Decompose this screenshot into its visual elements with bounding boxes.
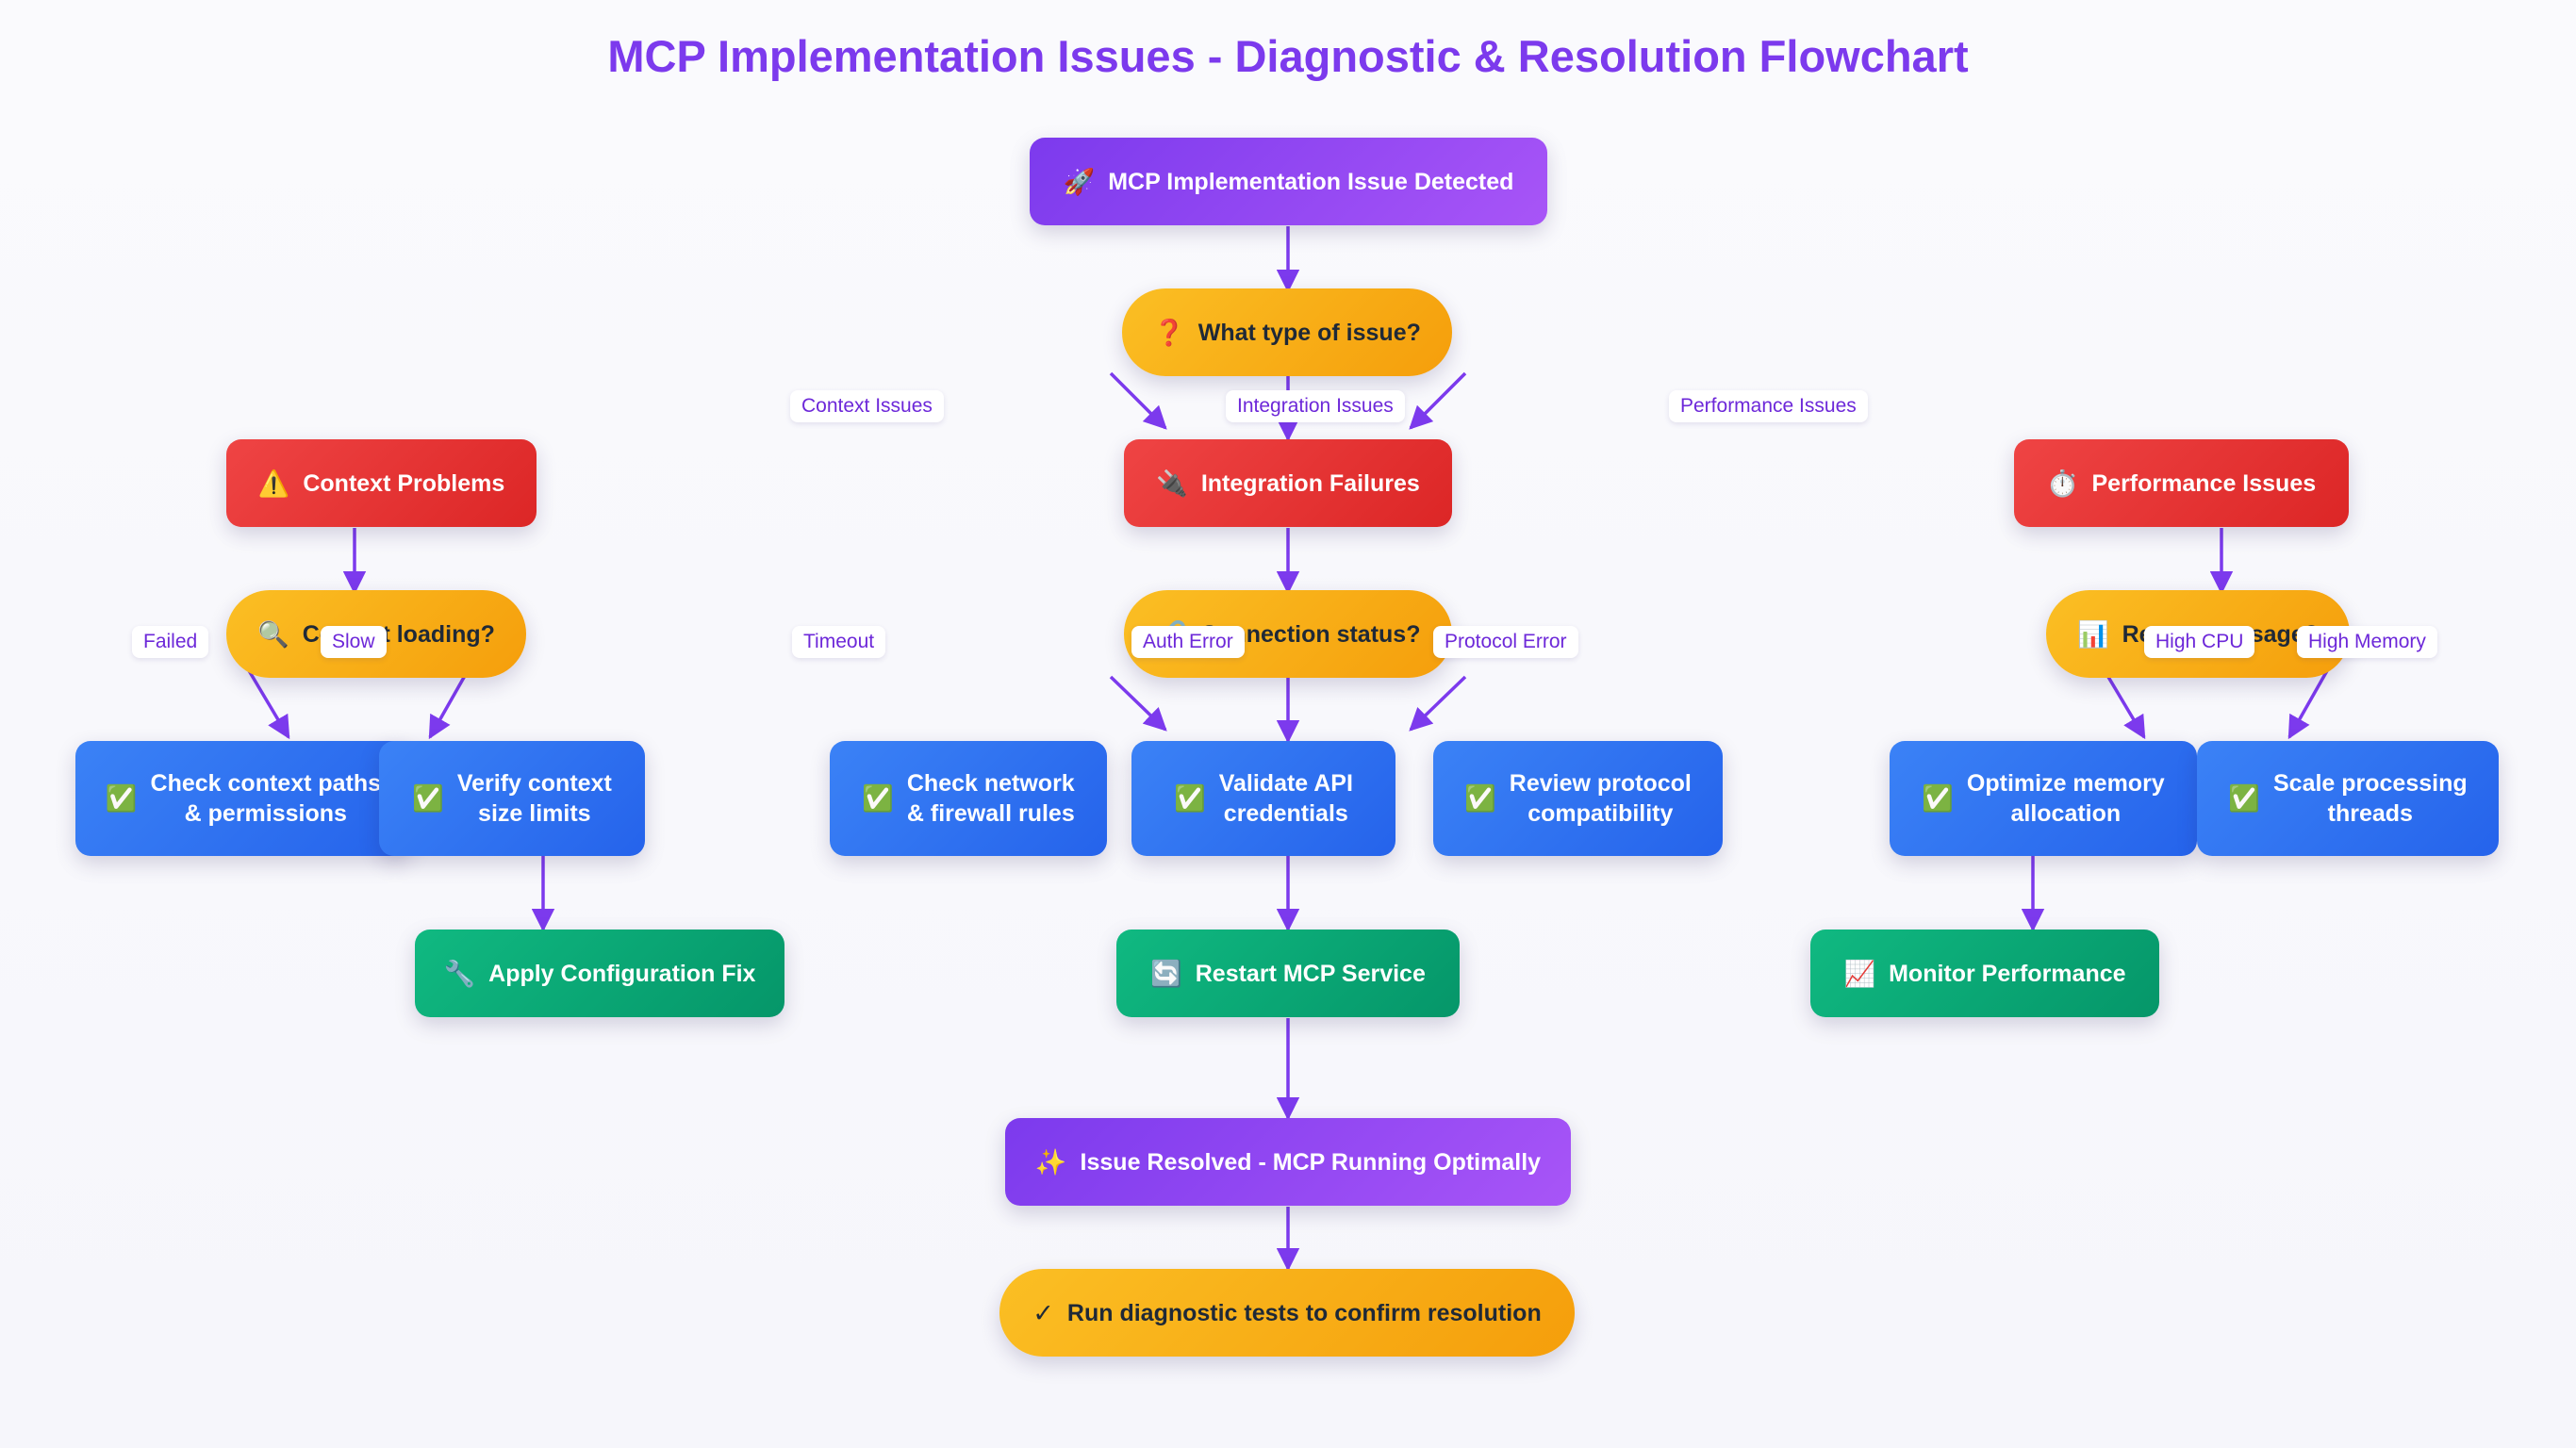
checkmark-icon: ✓ [1032, 1298, 1054, 1327]
warning-icon: ⚠️ [257, 469, 290, 498]
edge-label-protocol-error: Protocol Error [1433, 626, 1578, 658]
arrow-connection-left-diagonal [1109, 675, 1167, 732]
decision-issue-type-label: What type of issue? [1197, 319, 1421, 346]
edge-label-auth-error: Auth Error [1131, 626, 1245, 658]
edge-label-high-cpu: High CPU [2144, 626, 2255, 658]
validate-api-label: Validate API credentials [1218, 770, 1353, 827]
arrow-right-diagonal-to-integration [1409, 371, 1467, 430]
wrench-icon: 🔧 [443, 959, 476, 988]
verify-context-size-label: Verify context size limits [456, 770, 612, 827]
apply-configuration-fix-label: Apply Configuration Fix [488, 960, 756, 987]
trend-chart-icon: 📈 [1843, 959, 1876, 988]
monitor-performance-label: Monitor Performance [1889, 960, 2126, 987]
integration-failures-label: Integration Failures [1200, 469, 1420, 497]
plug-icon: 🔌 [1156, 469, 1188, 498]
context-problems-node: ⚠️ Context Problems [226, 439, 537, 527]
edge-label-timeout: Timeout [792, 626, 886, 658]
check-context-paths-node: ✅ Check context paths & permissions [75, 741, 411, 856]
check-network-label: Check network & firewall rules [906, 770, 1075, 827]
start-node-label: MCP Implementation Issue Detected [1108, 168, 1514, 195]
arrow-loading-to-verify-size [428, 666, 471, 740]
validate-api-node: ✅ Validate API credentials [1131, 741, 1395, 856]
restart-mcp-service-node: 🔄 Restart MCP Service [1116, 930, 1460, 1017]
arrow-connection-right-diagonal [1409, 675, 1467, 732]
review-protocol-label: Review protocol compatibility [1509, 770, 1692, 827]
monitor-performance-node: 📈 Monitor Performance [1810, 930, 2159, 1017]
bar-chart-icon: 📊 [2076, 619, 2109, 649]
check-context-paths-label: Check context paths & permissions [150, 770, 382, 827]
arrow-resource-to-optimize-memory [2101, 666, 2146, 740]
optimize-memory-node: ✅ Optimize memory allocation [1890, 741, 2197, 856]
rocket-icon: 🚀 [1063, 167, 1096, 196]
edge-label-context-issues: Context Issues [790, 390, 944, 422]
integration-failures-node: 🔌 Integration Failures [1124, 439, 1452, 527]
verify-context-size-node: ✅ Verify context size limits [379, 741, 645, 856]
check-mark-icon: ✅ [1174, 784, 1206, 813]
check-network-node: ✅ Check network & firewall rules [830, 741, 1107, 856]
run-diagnostic-tests-label: Run diagnostic tests to confirm resoluti… [1066, 1299, 1542, 1326]
sparkles-icon: ✨ [1034, 1147, 1067, 1176]
performance-issues-node: ⏱️ Performance Issues [2014, 439, 2349, 527]
edge-label-performance-issues: Performance Issues [1669, 390, 1868, 422]
arrow-left-diagonal-to-integration [1109, 371, 1167, 430]
start-node: 🚀 MCP Implementation Issue Detected [1030, 138, 1547, 225]
scale-threads-node: ✅ Scale processing threads [2197, 741, 2499, 856]
issue-resolved-node: ✨ Issue Resolved - MCP Running Optimally [1005, 1118, 1571, 1206]
check-mark-icon: ✅ [412, 784, 444, 813]
optimize-memory-label: Optimize memory allocation [1966, 770, 2165, 827]
decision-issue-type: ❓ What type of issue? [1122, 288, 1452, 376]
edge-label-high-memory: High Memory [2297, 626, 2437, 658]
page-title: MCP Implementation Issues - Diagnostic &… [607, 31, 1969, 81]
check-mark-icon: ✅ [1922, 784, 1954, 813]
edge-label-slow: Slow [321, 626, 387, 658]
scale-threads-label: Scale processing threads [2272, 770, 2468, 827]
edge-label-integration-issues: Integration Issues [1226, 390, 1405, 422]
check-mark-icon: ✅ [862, 784, 894, 813]
question-icon: ❓ [1153, 318, 1185, 347]
stopwatch-icon: ⏱️ [2046, 469, 2079, 498]
restart-mcp-service-label: Restart MCP Service [1195, 960, 1426, 987]
magnifier-icon: 🔍 [257, 619, 289, 649]
performance-issues-label: Performance Issues [2091, 469, 2317, 497]
check-mark-icon: ✅ [1464, 784, 1496, 813]
edge-label-failed: Failed [132, 626, 209, 658]
arrow-loading-to-check-paths [245, 666, 290, 740]
arrow-resource-to-scale-threads [2287, 666, 2331, 740]
issue-resolved-label: Issue Resolved - MCP Running Optimally [1080, 1148, 1542, 1176]
check-mark-icon: ✅ [2228, 784, 2260, 813]
review-protocol-node: ✅ Review protocol compatibility [1433, 741, 1723, 856]
check-mark-icon: ✅ [105, 784, 138, 813]
apply-configuration-fix-node: 🔧 Apply Configuration Fix [415, 930, 784, 1017]
run-diagnostic-tests-node: ✓ Run diagnostic tests to confirm resolu… [999, 1269, 1575, 1357]
context-problems-label: Context Problems [303, 469, 505, 497]
refresh-icon: 🔄 [1150, 959, 1182, 988]
